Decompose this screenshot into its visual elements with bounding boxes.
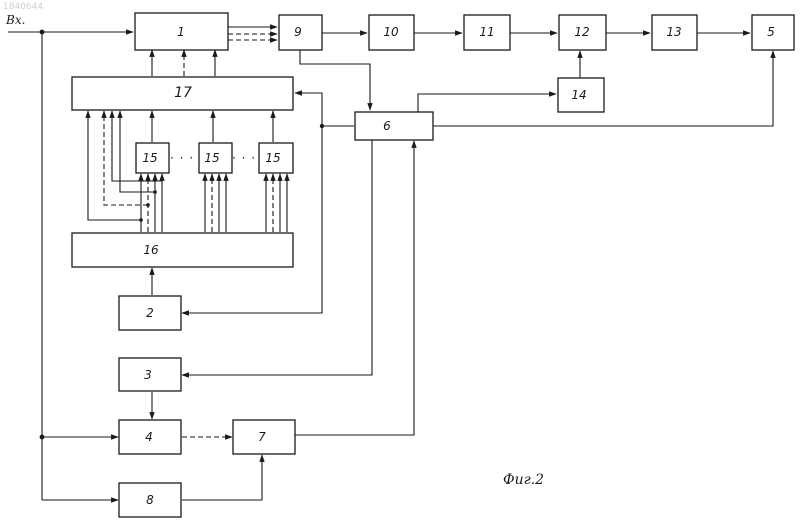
ellipsis-right: · · · — [232, 151, 256, 165]
block-12-label: 12 — [574, 25, 589, 39]
block-2-label: 2 — [146, 306, 154, 320]
block-11: 11 — [464, 15, 510, 50]
figure-caption: Фиг.2 — [503, 472, 544, 488]
block-15-last: 15 — [259, 143, 293, 173]
block-15-last-label: 15 — [265, 151, 280, 165]
block-9: 9 — [279, 15, 322, 50]
block-6: 6 — [355, 112, 433, 140]
block-15-first: 15 — [136, 143, 169, 173]
block-3: 3 — [119, 358, 181, 391]
block-14: 14 — [558, 78, 604, 112]
block-9-label: 9 — [294, 25, 302, 39]
block-13: 13 — [652, 15, 697, 50]
document-id: 1840644 — [3, 2, 43, 12]
ellipsis-left: · · · — [170, 151, 194, 165]
block-8: 8 — [119, 483, 181, 517]
block-4: 4 — [119, 420, 181, 454]
block-15-first-label: 15 — [142, 151, 157, 165]
block-11-label: 11 — [479, 25, 494, 39]
block-10: 10 — [369, 15, 414, 50]
block-5-label: 5 — [767, 25, 775, 39]
block-7-label: 7 — [258, 430, 266, 444]
block-14-label: 14 — [571, 88, 586, 102]
block-13-label: 13 — [666, 25, 681, 39]
block-5: 5 — [752, 15, 794, 50]
block-15-middle-label: 15 — [204, 151, 219, 165]
block-8-label: 8 — [146, 493, 154, 507]
block-2: 2 — [119, 296, 181, 330]
block-1: 1 — [135, 13, 228, 50]
block-10-label: 10 — [383, 25, 399, 39]
block-16: 16 — [72, 233, 293, 267]
block-15-middle: 15 — [199, 143, 232, 173]
block-1-label: 1 — [177, 25, 185, 39]
block-17-label: 17 — [174, 85, 192, 101]
block-4-label: 4 — [145, 430, 153, 444]
input-label: Вх. — [5, 13, 25, 27]
block-6-label: 6 — [383, 119, 391, 133]
block-17: 17 — [72, 77, 293, 110]
block-3-label: 3 — [144, 368, 152, 382]
block-12: 12 — [559, 15, 606, 50]
block-16-label: 16 — [143, 243, 159, 257]
block-7: 7 — [233, 420, 295, 454]
